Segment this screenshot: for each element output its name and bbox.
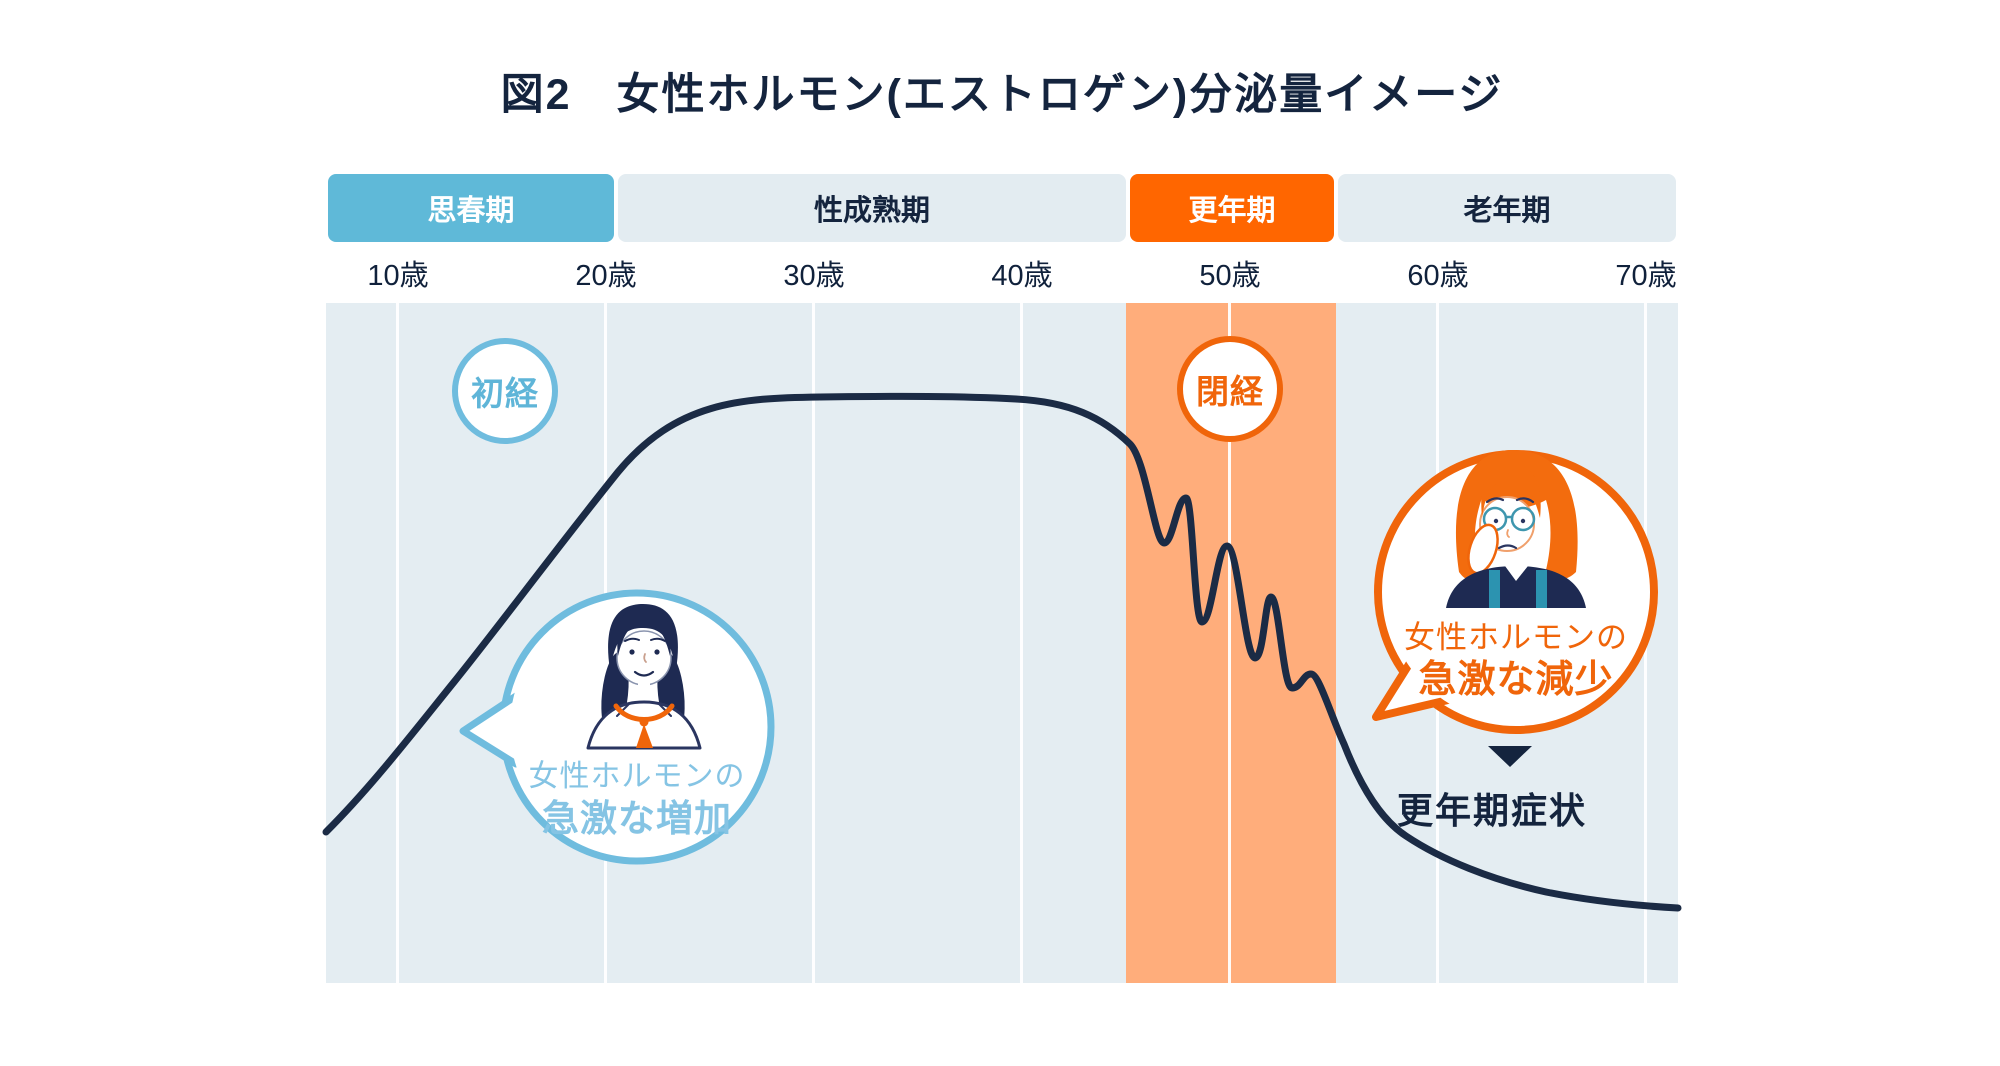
age-tick-60: 60歳 bbox=[1407, 260, 1469, 292]
gridline-30 bbox=[812, 303, 815, 983]
increase-line1: 女性ホルモンの bbox=[528, 760, 746, 793]
stage-tab-maturity: 性成熟期 bbox=[618, 174, 1126, 242]
decrease-bubble-text: 女性ホルモンの 急激な減少 bbox=[1366, 620, 1666, 702]
age-tick-10: 10歳 bbox=[367, 260, 429, 292]
stage-tab-menopause: 更年期 bbox=[1130, 174, 1334, 242]
page-title: 図2 女性ホルモン(エストロゲン)分泌量イメージ bbox=[500, 71, 1504, 119]
stage-label-puberty: 思春期 bbox=[427, 195, 515, 227]
gridline-40 bbox=[1020, 303, 1023, 983]
first-period-label: 初経 bbox=[471, 375, 539, 412]
gridline-10 bbox=[396, 303, 399, 983]
menopause-label: 閉経 bbox=[1196, 373, 1264, 410]
age-tick-20: 20歳 bbox=[575, 260, 637, 292]
age-tick-50: 50歳 bbox=[1199, 260, 1261, 292]
increase-bubble-text: 女性ホルモンの 急激な増加 bbox=[487, 760, 787, 840]
stage-label-senior: 老年期 bbox=[1463, 195, 1551, 227]
decrease-line2: 急激な減少 bbox=[1418, 658, 1614, 701]
increase-line2: 急激な増加 bbox=[542, 797, 732, 839]
age-tick-40: 40歳 bbox=[991, 260, 1053, 292]
stage-label-maturity: 性成熟期 bbox=[813, 195, 930, 227]
menopause-symptom-label: 更年期症状 bbox=[1396, 790, 1587, 831]
age-tick-70: 70歳 bbox=[1615, 260, 1677, 292]
gridline-20 bbox=[604, 303, 607, 983]
stage-tab-senior: 老年期 bbox=[1338, 174, 1676, 242]
decrease-line1: 女性ホルモンの bbox=[1404, 620, 1628, 655]
stage-label-menopause: 更年期 bbox=[1188, 195, 1276, 227]
stage-tab-puberty: 思春期 bbox=[328, 174, 614, 242]
age-tick-30: 30歳 bbox=[783, 260, 845, 292]
